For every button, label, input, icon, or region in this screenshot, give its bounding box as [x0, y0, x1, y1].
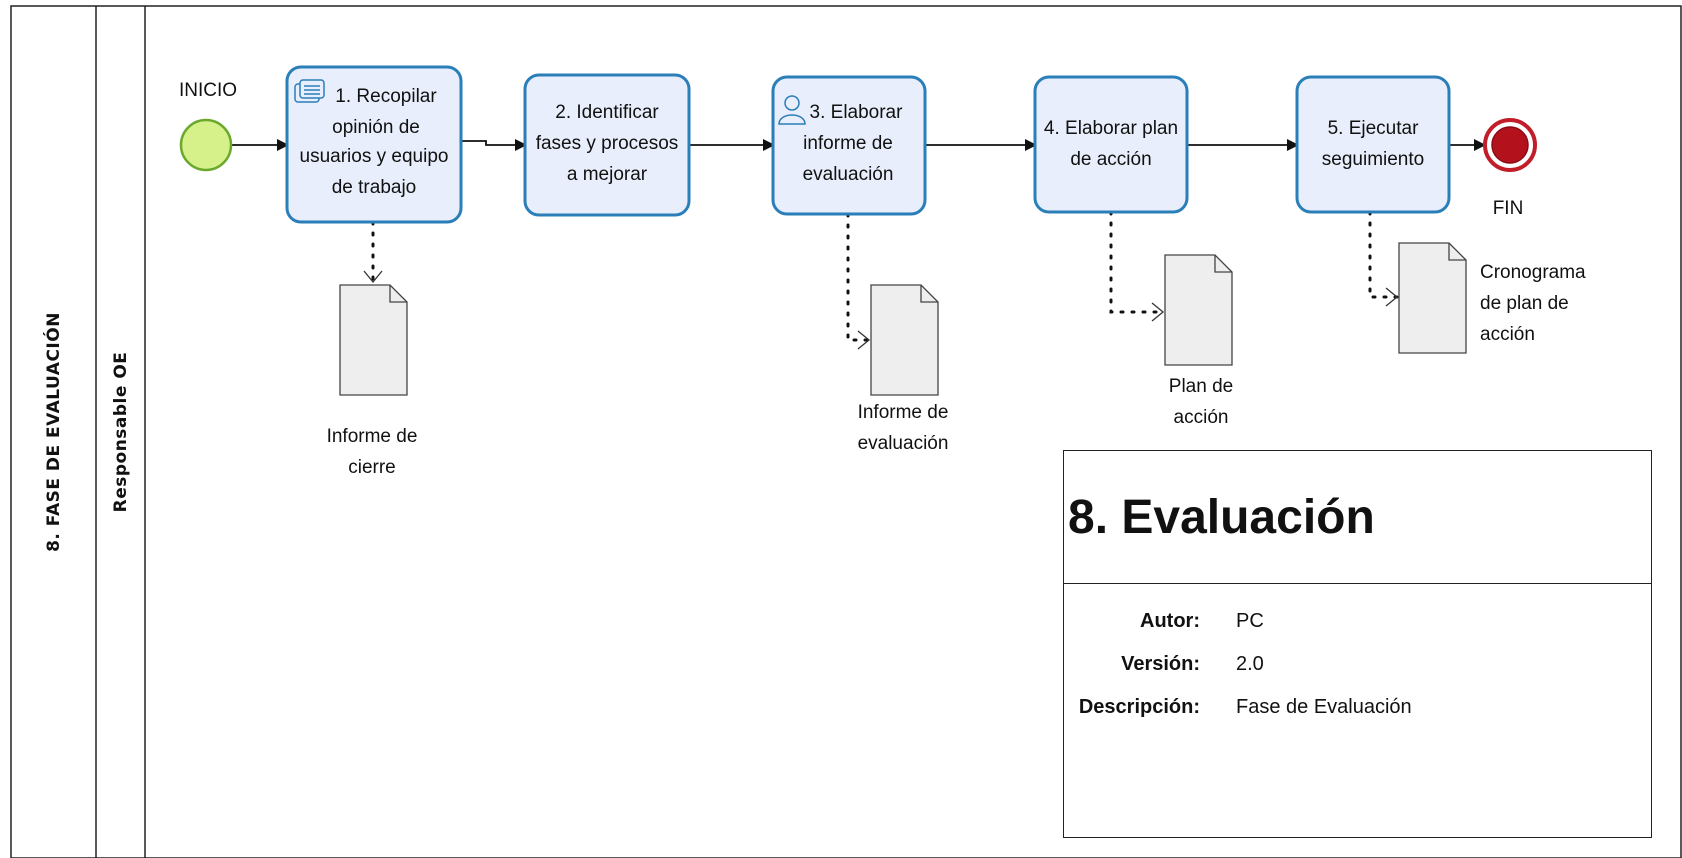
task-3-line-2: informe de: [803, 133, 893, 154]
info-row-version-key: Versión:: [1121, 653, 1200, 675]
info-panel-title: 8. Evaluación: [1064, 451, 1651, 584]
data-object-3-line-1: Plan de: [1169, 376, 1233, 397]
end-event-label: FIN: [1493, 198, 1524, 219]
task-1-line-2: opinión de: [332, 117, 420, 138]
info-row-version: Versión: 2.0: [1064, 653, 1651, 683]
assoc-task4-doc3: [1109, 210, 1165, 322]
info-row-author: Autor: PC: [1064, 610, 1651, 640]
data-object-2-line-2: evaluación: [858, 433, 949, 454]
data-object-4-line-3: acción: [1480, 324, 1535, 345]
pool-title: 8. FASE DE EVALUACIÓN: [42, 312, 64, 552]
start-event-label: INICIO: [179, 80, 237, 101]
task-2-line-2: fases y procesos: [536, 133, 679, 154]
user-task-icon: [778, 95, 806, 125]
task-1-line-3: usuarios y equipo: [300, 146, 449, 167]
task-5-line-1: 5. Ejecutar: [1328, 118, 1419, 139]
assoc-task5-doc4: [1368, 210, 1399, 307]
data-associations: [363, 210, 1399, 350]
data-object-2[interactable]: [870, 284, 939, 396]
task-4-line-1: 4. Elaborar plan: [1044, 118, 1178, 139]
service-task-icon: [294, 79, 325, 103]
task-2-line-1: 2. Identificar: [555, 102, 659, 123]
info-row-description: Descripción: Fase de Evaluación: [1064, 696, 1651, 726]
info-row-description-value: Fase de Evaluación: [1236, 696, 1412, 718]
info-row-version-value: 2.0: [1236, 653, 1264, 675]
task-1-line-1: 1. Recopilar: [335, 86, 437, 107]
sequence-flows: [232, 139, 1486, 151]
data-object-1-line-1: Informe de: [327, 426, 418, 447]
task-3-line-3: evaluación: [803, 164, 894, 185]
start-event[interactable]: [179, 118, 233, 172]
data-object-4-line-2: de plan de: [1480, 293, 1569, 314]
data-object-2-line-1: Informe de: [858, 402, 949, 423]
flow-task1-task2: [461, 139, 527, 151]
pool-frame: [10, 5, 1682, 858]
data-object-4[interactable]: [1398, 242, 1467, 354]
data-object-4-line-1: Cronograma: [1480, 262, 1586, 283]
task-1-line-4: de trabajo: [332, 177, 417, 198]
task-4[interactable]: 4. Elaborar plan de acción: [1033, 75, 1189, 214]
task-2[interactable]: 2. Identificar fases y procesos a mejora…: [523, 73, 691, 217]
task-5[interactable]: 5. Ejecutar seguimiento: [1295, 75, 1451, 214]
task-3[interactable]: 3. Elaborar informe de evaluación: [771, 75, 927, 216]
task-4-line-2: de acción: [1070, 149, 1151, 170]
data-object-1[interactable]: [339, 284, 408, 396]
task-1[interactable]: 1. Recopilar opinión de usuarios y equip…: [285, 65, 463, 224]
task-5-line-2: seguimiento: [1322, 149, 1424, 170]
data-object-1-line-2: cierre: [348, 457, 396, 478]
data-object-3[interactable]: [1164, 254, 1233, 366]
assoc-task3-doc2: [846, 212, 871, 350]
task-3-line-1: 3. Elaborar: [810, 102, 904, 123]
info-row-author-key: Autor:: [1140, 610, 1200, 632]
end-event[interactable]: [1483, 118, 1537, 172]
diagram-info-panel: 8. Evaluación Autor: PC Versión: 2.0 Des…: [1063, 450, 1652, 838]
info-row-author-value: PC: [1236, 610, 1264, 632]
info-row-description-key: Descripción:: [1078, 696, 1200, 718]
lane-title: Responsable OE: [111, 352, 131, 513]
task-2-line-3: a mejorar: [567, 164, 648, 185]
data-object-3-line-2: acción: [1174, 407, 1229, 428]
